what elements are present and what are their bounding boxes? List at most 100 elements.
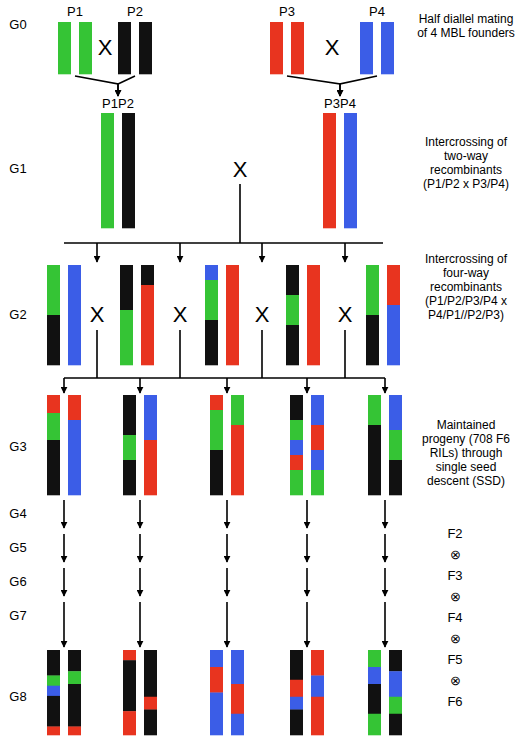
chromosome-segment xyxy=(286,265,299,295)
chromosome-segment xyxy=(389,714,402,736)
chromosome-segment xyxy=(387,265,400,305)
cross-symbol: X xyxy=(168,303,192,327)
chromosome-segment xyxy=(311,450,324,470)
chromosome-segment xyxy=(389,697,402,714)
chromosome-segment xyxy=(68,727,81,736)
chromosome-segment xyxy=(68,420,81,495)
chromosome-segment xyxy=(291,22,304,74)
chromosome-segment xyxy=(68,395,81,420)
arrow-line xyxy=(139,534,141,562)
arrow-line xyxy=(384,568,386,596)
arrow-line xyxy=(384,378,386,393)
arrow-line xyxy=(139,568,141,596)
selfing-label: F5 xyxy=(440,652,470,668)
arrow-line xyxy=(64,242,383,244)
arrow-line xyxy=(261,330,263,378)
chromosome-segment xyxy=(311,425,324,450)
chromosome-pair: P1 xyxy=(50,4,100,76)
generation-label: G0 xyxy=(3,18,33,32)
arrow-line xyxy=(179,243,181,262)
parent-label: P4 xyxy=(352,4,402,19)
chromosome-segment xyxy=(47,696,60,727)
chromosome-segment xyxy=(101,113,114,228)
chromosome-segment xyxy=(368,714,381,736)
generation-label: G6 xyxy=(3,575,33,589)
chromosome-segment xyxy=(366,265,379,315)
chromosome-segment xyxy=(290,710,303,736)
generation-label: G8 xyxy=(3,690,33,704)
chromosome-segment xyxy=(389,430,402,460)
chromosome-segment xyxy=(123,660,136,711)
cross-symbol: X xyxy=(93,36,117,60)
chromosome-segment xyxy=(205,320,218,365)
chromosome-pair: P3 xyxy=(262,4,312,76)
chromosome-segment xyxy=(368,650,381,667)
chromosome-segment xyxy=(141,265,154,285)
chromosome-segment xyxy=(68,650,81,672)
chromosome-segment xyxy=(120,310,133,365)
chromosome-segment xyxy=(123,711,136,735)
chromosome-segment xyxy=(58,22,71,74)
chromosome-segment xyxy=(389,671,402,697)
chromosome-segment xyxy=(311,697,324,736)
chromosome-segment xyxy=(231,425,244,495)
chromosome-segment xyxy=(323,113,336,228)
selfing-label: ⊗ xyxy=(440,547,470,563)
chromosome-segment xyxy=(118,22,131,74)
chromosome-segment xyxy=(344,113,357,228)
arrow-line xyxy=(261,243,263,262)
chromosome-pair: P3P4 xyxy=(315,96,365,230)
step-note: Maintained progeny (708 F6 RILs) through… xyxy=(416,418,516,488)
cross-arrow xyxy=(75,76,118,96)
arrow-line xyxy=(63,378,65,393)
parent-label: P3 xyxy=(262,4,312,19)
chromosome-segment xyxy=(47,650,60,676)
chromosome-segment xyxy=(286,295,299,325)
step-note: Intercrossing of two-way recombinants (P… xyxy=(416,135,516,191)
chromosome-segment xyxy=(381,22,394,74)
chromosome-segment xyxy=(231,395,244,425)
selfing-label: F6 xyxy=(440,694,470,710)
chromosome-segment xyxy=(210,410,223,450)
generation-label: G3 xyxy=(3,440,33,454)
chromosome-segment xyxy=(68,671,81,684)
chromosome-pair: P4 xyxy=(352,4,402,76)
chromosome-segment xyxy=(290,697,303,710)
parent-label: P2 xyxy=(110,4,160,19)
chromosome-segment xyxy=(231,714,244,736)
chromosome-segment xyxy=(290,680,303,697)
chromosome-segment xyxy=(210,693,223,736)
selfing-label: F2 xyxy=(440,526,470,542)
chromosome-segment xyxy=(311,676,324,698)
chromosome-segment xyxy=(286,325,299,365)
arrow-line xyxy=(306,500,308,528)
arrow-line xyxy=(63,602,65,647)
arrow-line xyxy=(306,378,308,393)
chromosome-segment xyxy=(270,22,283,74)
chromosome-segment xyxy=(47,676,60,687)
chromosome-segment xyxy=(123,395,136,435)
chromosome-segment xyxy=(79,22,92,74)
chromosome-segment xyxy=(368,667,381,684)
arrow-line xyxy=(63,500,65,528)
arrow-line xyxy=(306,602,308,647)
generation-label: G2 xyxy=(3,308,33,322)
arrow-line xyxy=(384,602,386,647)
chromosome-segment xyxy=(205,265,218,280)
arrow-line xyxy=(96,243,98,262)
chromosome-segment xyxy=(307,265,320,365)
chromosome-segment xyxy=(290,650,303,680)
chromosome-segment xyxy=(231,650,244,684)
generation-label: G4 xyxy=(3,507,33,521)
cross-symbol: X xyxy=(228,158,252,182)
cross-symbol: X xyxy=(333,303,357,327)
chromosome-segment xyxy=(311,470,324,495)
arrow-line xyxy=(344,243,346,262)
chromosome-segment xyxy=(47,686,60,697)
selfing-label: ⊗ xyxy=(440,631,470,647)
arrow-line xyxy=(344,330,346,378)
arrow-line xyxy=(306,534,308,562)
chromosome-pair: P2 xyxy=(110,4,160,76)
